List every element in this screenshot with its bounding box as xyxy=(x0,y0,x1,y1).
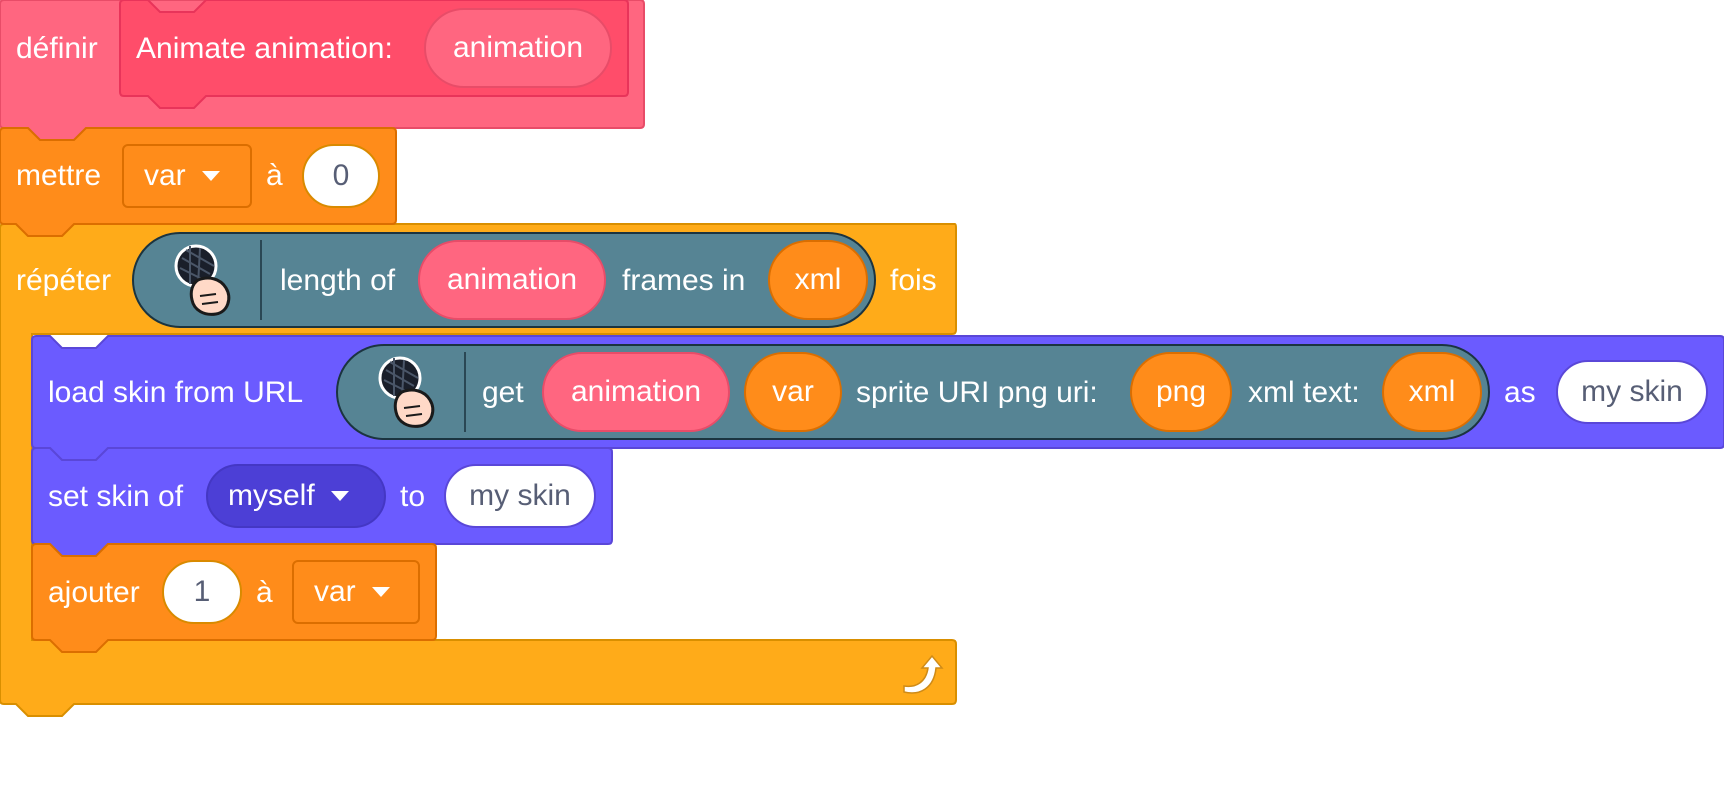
var-arg[interactable]: var xyxy=(744,352,842,432)
value-input[interactable]: 0 xyxy=(302,144,380,208)
param-animation-reporter[interactable]: animation xyxy=(424,8,612,88)
animation-arg[interactable]: animation xyxy=(542,352,730,432)
skin-name-input[interactable]: my skin xyxy=(1556,360,1708,424)
loop-arrow-icon xyxy=(903,654,944,694)
xml-text-label: xml text: xyxy=(1248,376,1360,409)
skin-name-input[interactable]: my skin xyxy=(444,464,596,528)
repeat-keyword: répéter xyxy=(16,264,112,297)
frames-in-label: frames in xyxy=(622,264,746,297)
target-dropdown[interactable]: myself xyxy=(206,464,386,528)
target-name: myself xyxy=(228,479,315,512)
variable-name: var xyxy=(314,575,356,608)
xml-arg[interactable]: xml xyxy=(1382,352,1482,432)
xml-arg[interactable]: xml xyxy=(768,240,868,320)
extension-separator xyxy=(260,240,262,320)
caret-down-icon xyxy=(201,171,220,181)
set-skin-label: set skin of xyxy=(48,480,184,513)
times-label: fois xyxy=(890,264,937,297)
animation-arg[interactable]: animation xyxy=(418,240,606,320)
variable-dropdown[interactable]: var xyxy=(122,144,252,208)
to-word: à xyxy=(266,159,283,192)
png-arg[interactable]: png xyxy=(1130,352,1232,432)
length-of-label: length of xyxy=(280,264,396,297)
amount-input[interactable]: 1 xyxy=(162,560,242,624)
change-keyword: ajouter xyxy=(48,576,140,609)
microphone-hand-icon xyxy=(174,244,231,316)
set-keyword: mettre xyxy=(16,159,102,192)
microphone-hand-icon xyxy=(378,356,435,428)
variable-dropdown[interactable]: var xyxy=(292,560,420,624)
variable-name: var xyxy=(144,159,186,192)
load-skin-label: load skin from URL xyxy=(48,376,304,409)
get-label: get xyxy=(482,376,524,409)
to-word: à xyxy=(256,576,273,609)
as-label: as xyxy=(1504,376,1536,409)
get-sprite-uri-reporter[interactable] xyxy=(336,344,1490,440)
caret-down-icon xyxy=(371,587,390,597)
to-label: to xyxy=(400,480,426,513)
define-keyword: définir xyxy=(16,32,98,65)
extension-separator xyxy=(464,352,466,432)
procedure-label: Animate animation: xyxy=(136,32,393,65)
png-uri-label: sprite URI png uri: xyxy=(856,376,1098,409)
caret-down-icon xyxy=(330,491,349,501)
